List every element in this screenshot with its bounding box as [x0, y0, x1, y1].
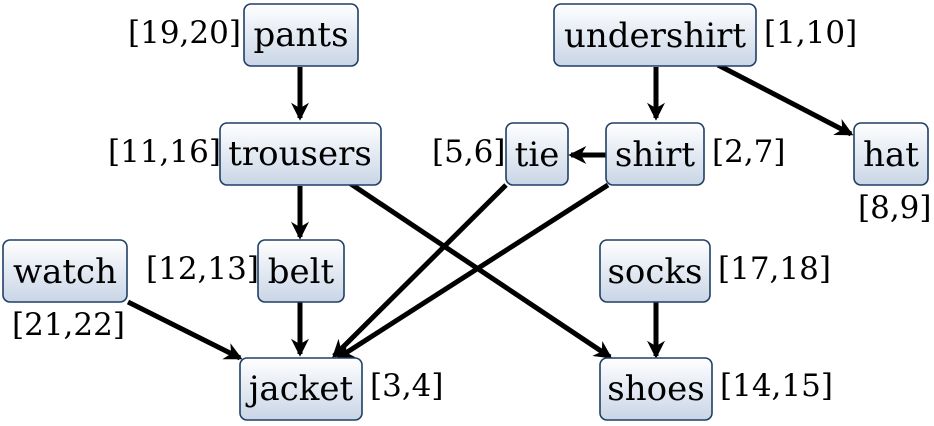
- node-watch-box: [2, 239, 128, 303]
- node-belt-box: [257, 239, 345, 303]
- edge-undershirt-hat: [716, 62, 854, 137]
- node-tie-times: [5,6]: [432, 134, 506, 170]
- node-trousers-box: [219, 122, 382, 186]
- edge-watch-jacket: [126, 299, 243, 361]
- node-tie-box: [505, 122, 569, 186]
- node-undershirt: undershirt [1,10]: [553, 3, 857, 67]
- node-socks: socks [17,18]: [599, 239, 831, 303]
- node-tie: tie [5,6]: [432, 122, 569, 186]
- node-jacket-label: jacket: [245, 369, 354, 409]
- node-shirt-label: shirt: [615, 135, 695, 175]
- node-belt-label: belt: [268, 252, 335, 292]
- node-pants-box: [243, 3, 359, 67]
- node-undershirt-box: [553, 3, 757, 67]
- node-trousers-times: [11,16]: [108, 134, 221, 170]
- node-watch-times: [21,22]: [12, 307, 125, 343]
- node-trousers: trousers [11,16]: [108, 122, 382, 186]
- node-hat-times: [8,9]: [858, 190, 932, 226]
- node-pants: pants [19,20]: [128, 3, 359, 67]
- node-hat: hat [8,9]: [853, 122, 932, 226]
- node-jacket: jacket [3,4]: [239, 357, 444, 421]
- node-shirt: shirt [2,7]: [605, 122, 786, 186]
- edge-shirt-jacket: [335, 182, 610, 361]
- node-shoes-box: [599, 357, 713, 421]
- edge-layer: [126, 62, 854, 361]
- node-shirt-box: [605, 122, 705, 186]
- node-shirt-times: [2,7]: [712, 134, 786, 170]
- node-shoes: shoes [14,15]: [599, 357, 833, 421]
- node-pants-times: [19,20]: [128, 15, 241, 51]
- node-undershirt-label: undershirt: [564, 16, 746, 56]
- node-jacket-times: [3,4]: [370, 368, 444, 404]
- node-watch: watch [21,22]: [2, 239, 128, 343]
- node-shoes-label: shoes: [607, 369, 704, 409]
- node-undershirt-times: [1,10]: [764, 15, 857, 51]
- node-socks-box: [599, 239, 711, 303]
- node-trousers-label: trousers: [228, 134, 372, 174]
- node-watch-label: watch: [13, 252, 117, 292]
- node-shoes-times: [14,15]: [720, 368, 833, 404]
- node-hat-box: [853, 122, 929, 186]
- node-socks-label: socks: [607, 252, 702, 292]
- node-socks-times: [17,18]: [718, 251, 831, 287]
- node-belt: belt [12,13]: [146, 239, 345, 303]
- node-belt-times: [12,13]: [146, 251, 259, 287]
- node-tie-label: tie: [515, 135, 560, 175]
- node-pants-label: pants: [253, 15, 348, 55]
- node-hat-label: hat: [863, 135, 919, 175]
- edge-tie-jacket: [332, 183, 508, 358]
- node-jacket-box: [239, 357, 363, 421]
